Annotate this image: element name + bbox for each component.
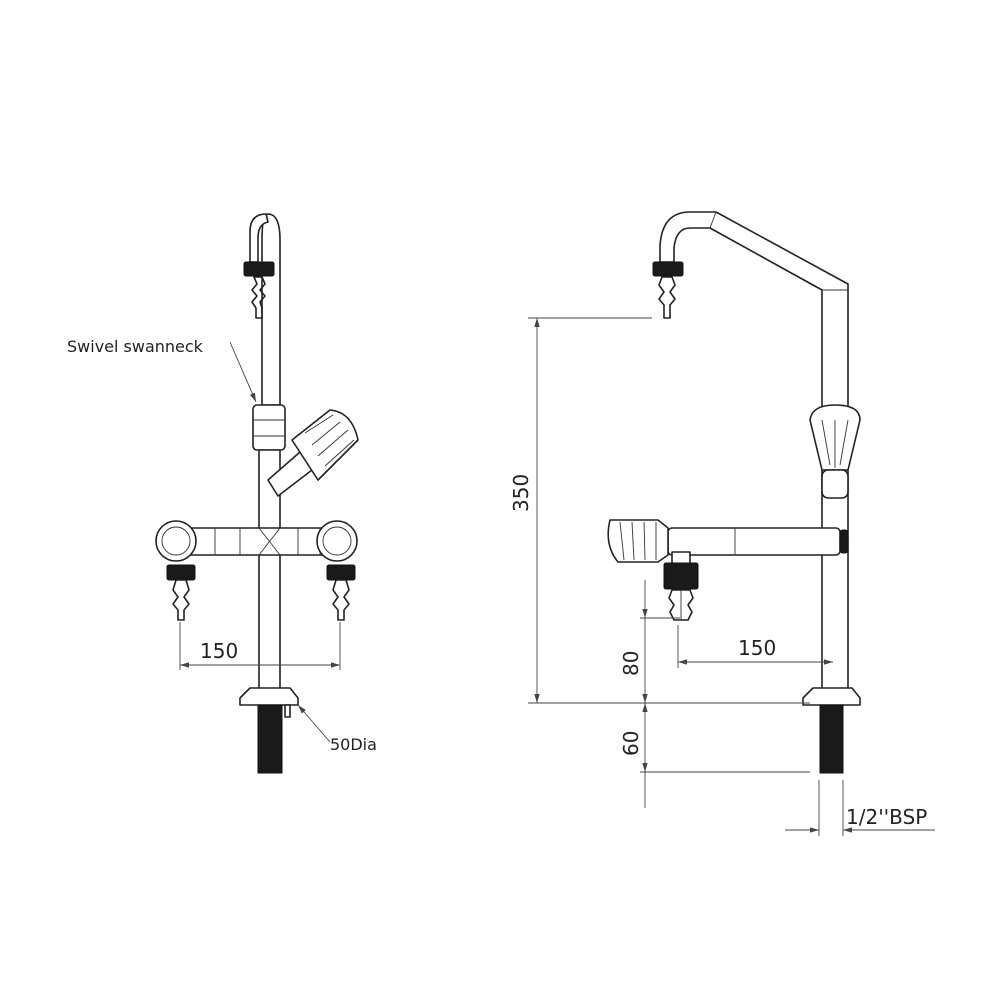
elbow-joint bbox=[709, 211, 717, 229]
thread-dimension-text: 1/2''BSP bbox=[846, 805, 927, 829]
outlet-connector bbox=[243, 261, 275, 277]
right-nozzle bbox=[332, 579, 350, 621]
knob-flutes bbox=[821, 419, 849, 468]
outlet-dimension-text: 80 bbox=[619, 651, 643, 676]
outlet-connector bbox=[652, 261, 684, 277]
swanneck-leader bbox=[229, 341, 257, 403]
base-diameter-label: 50Dia bbox=[330, 735, 377, 754]
height-dimension-text: 350 bbox=[509, 474, 533, 512]
angled-valve-knob bbox=[291, 409, 359, 481]
swanneck-pipe bbox=[261, 213, 281, 406]
valve-body bbox=[821, 469, 849, 499]
base-flange bbox=[802, 687, 861, 706]
side-view-dimensions: 350 80 60 150 1/2''BSP bbox=[509, 317, 935, 836]
horizontal-arm bbox=[667, 527, 841, 556]
left-outlet-connector bbox=[166, 564, 196, 581]
base-flange bbox=[239, 687, 299, 706]
swivel-collar bbox=[252, 404, 286, 451]
lower-outlet-connector bbox=[663, 562, 699, 590]
shank-dimension-text: 60 bbox=[619, 731, 643, 756]
outlet-stem bbox=[671, 551, 691, 565]
lower-nozzle bbox=[668, 589, 694, 621]
arm-valve-knob bbox=[607, 519, 669, 563]
left-knob-inner bbox=[161, 526, 191, 556]
mounting-shank bbox=[257, 704, 283, 774]
left-nozzle bbox=[172, 579, 190, 621]
swanneck-label: Swivel swanneck bbox=[67, 337, 204, 356]
cross-arm bbox=[189, 527, 331, 556]
swanneck-outlet bbox=[249, 213, 269, 263]
width-dimension-text: 150 bbox=[200, 639, 238, 663]
right-outlet-connector bbox=[326, 564, 356, 581]
reach-dimension-text: 150 bbox=[738, 636, 776, 660]
knob-flutes bbox=[619, 521, 657, 561]
knob-flutes bbox=[304, 414, 355, 467]
side-view-faucet bbox=[607, 211, 861, 774]
outlet-nozzle bbox=[251, 276, 266, 319]
right-knob-inner bbox=[322, 526, 352, 556]
arm-end-cap bbox=[839, 529, 849, 554]
front-view-faucet bbox=[155, 213, 359, 774]
outlet-nozzle bbox=[658, 276, 676, 319]
front-view-dimensions: 150 Swivel swanneck 50Dia bbox=[67, 337, 377, 754]
base-leader bbox=[297, 704, 331, 743]
mounting-shank bbox=[819, 704, 844, 774]
locating-pin bbox=[284, 704, 291, 718]
